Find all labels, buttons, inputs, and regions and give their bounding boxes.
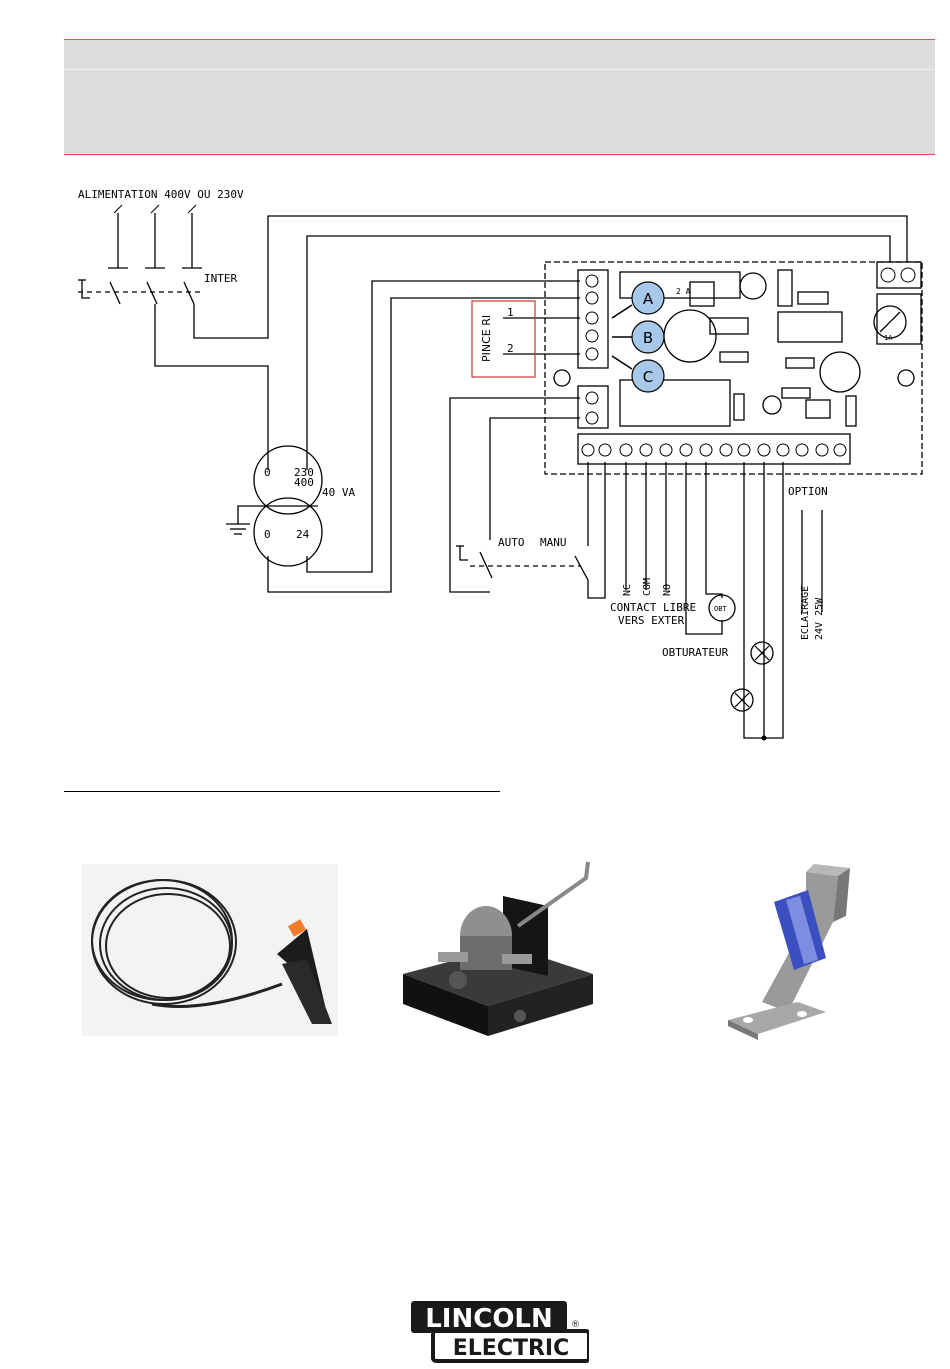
callout-b-label: B bbox=[643, 329, 653, 347]
section-separator bbox=[64, 791, 500, 792]
transformer-primary-0: 0 bbox=[264, 466, 271, 479]
relay-rating: 2 A bbox=[676, 287, 691, 296]
callout-c-label: C bbox=[643, 368, 653, 386]
contact-label-1: CONTACT LIBRE bbox=[610, 601, 696, 614]
pince-label: PINCE RI bbox=[480, 315, 493, 362]
transformer-power: 40 VA bbox=[322, 486, 355, 499]
valve-unit-photo bbox=[398, 856, 598, 1044]
support-bracket-photo bbox=[718, 862, 860, 1044]
contact-label-2: VERS EXTER bbox=[618, 614, 685, 627]
transformer-24: 24 bbox=[296, 528, 310, 541]
supply-label: ALIMENTATION 400V OU 230V bbox=[78, 188, 244, 201]
wiring-diagram: ALIMENTATION 400V OU 230V INTER 0 230 40… bbox=[0, 0, 950, 780]
manu-label: MANU bbox=[540, 536, 567, 549]
logo-registered-mark: ® bbox=[571, 1320, 580, 1330]
logo-line1: LINCOLN bbox=[425, 1304, 553, 1334]
pince-wire-2: 2 bbox=[507, 342, 514, 355]
fuse-rating: 1A bbox=[884, 334, 893, 342]
contact-nc: NC bbox=[622, 584, 633, 596]
callout-a-label: A bbox=[643, 290, 654, 308]
lincoln-electric-logo: LINCOLN ELECTRIC ® bbox=[411, 1301, 589, 1363]
obturateur-symbol: OBT bbox=[714, 605, 727, 613]
obturateur-label: OBTURATEUR bbox=[662, 646, 729, 659]
transformer-400: 400 bbox=[294, 476, 314, 489]
clamp-cable-photo bbox=[82, 864, 338, 1036]
pince-wire-1: 1 bbox=[507, 306, 514, 319]
transformer-secondary-0: 0 bbox=[264, 528, 271, 541]
inter-label: INTER bbox=[204, 272, 237, 285]
eclairage-label-1: ECLAIRAGE bbox=[800, 586, 811, 640]
auto-label: AUTO bbox=[498, 536, 525, 549]
contact-no: NO bbox=[662, 584, 673, 596]
contact-com: COM bbox=[642, 578, 653, 596]
logo-line2: ELECTRIC bbox=[453, 1336, 570, 1361]
eclairage-label-2: 24V 25W bbox=[814, 597, 825, 640]
option-label: OPTION bbox=[788, 485, 828, 498]
